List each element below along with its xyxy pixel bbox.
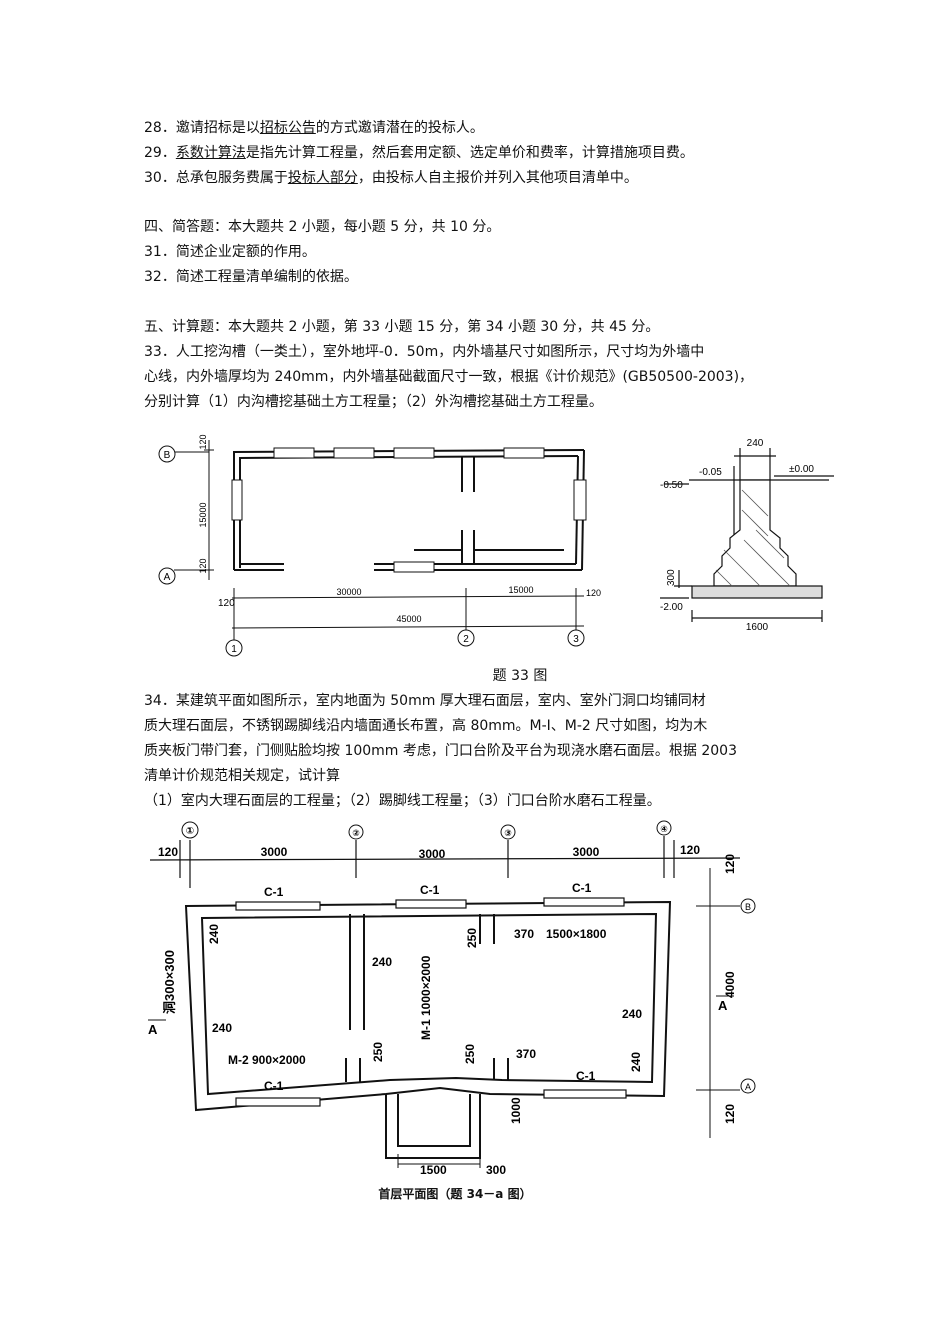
door-m1-label: M-1 1000×2000 bbox=[419, 955, 433, 1040]
window-1500x1800: 1500×1800 bbox=[546, 927, 607, 941]
figure-34-caption: 首层平面图（题 34－a 图） bbox=[378, 1187, 532, 1201]
wall-250-b: 250 bbox=[371, 1042, 385, 1062]
window-c1-bottom-right: C-1 bbox=[576, 1069, 596, 1083]
wall-240-d: 240 bbox=[622, 1007, 642, 1021]
dim-left-120: 120 bbox=[218, 598, 235, 609]
dim-30000: 30000 bbox=[336, 587, 361, 597]
wall-250-c: 250 bbox=[463, 1044, 477, 1064]
question-34-line-2: 质大理石面层，不锈钢踢脚线沿内墙面通长布置，高 80mm。M-I、M-2 尺寸如… bbox=[144, 718, 708, 734]
dim-120-right-bottom: 120 bbox=[723, 1104, 737, 1124]
q28-text: 28．邀请招标是以 bbox=[144, 120, 260, 136]
wall-240-e: 240 bbox=[629, 1052, 643, 1072]
figure-33-caption: 题 33 图 bbox=[492, 668, 548, 684]
question-29: 29．系数计算法是指先计算工程量，然后套用定额、选定单价和费率，计算措施项目费。 bbox=[144, 141, 694, 165]
section-dim-300: 300 bbox=[666, 569, 677, 586]
q28-text-end: 的方式邀请潜在的投标人。 bbox=[315, 120, 484, 136]
q29-underlined: 系数计算法 bbox=[175, 145, 246, 161]
axis-2-circle bbox=[457, 629, 475, 647]
axis-1-label: ① bbox=[186, 826, 194, 837]
axis-b-circle bbox=[158, 445, 176, 463]
dim-120-right-top: 120 bbox=[723, 854, 737, 874]
section-level-minus-050: -0.50 bbox=[660, 480, 683, 491]
axis-1-label: 1 bbox=[231, 644, 237, 655]
section-level-minus-200: -2.00 bbox=[660, 602, 683, 613]
figure-33-plan: B A 120 15000 120 120 30000 15000 120 45… bbox=[158, 434, 834, 657]
dim-370-b: 370 bbox=[516, 1047, 536, 1061]
q30-text: 30．总承包服务费属于 bbox=[144, 170, 288, 186]
window-c1-bottom-left: C-1 bbox=[264, 1079, 284, 1093]
section-dim-1600: 1600 bbox=[746, 622, 769, 633]
question-33-line-3: 分别计算（1）内沟槽挖基础土方工程量；（2）外沟槽挖基础土方工程量。 bbox=[144, 394, 603, 410]
question-34-line-4: 清单计价规范相关规定，试计算 bbox=[144, 768, 340, 784]
question-34-line-1: 34．某建筑平面如图所示，室内地面为 50mm 厚大理石面层，室内、室外门洞口均… bbox=[144, 693, 706, 709]
question-33-line-2: 心线，内外墙厚均为 240mm，内外墙基础截面尺寸一致，根据《计价规范》(GB5… bbox=[144, 369, 754, 385]
dim-3000-b: 3000 bbox=[419, 847, 446, 861]
dim-370-a: 370 bbox=[514, 927, 534, 941]
section-5-heading: 五、计算题：本大题共 2 小题，第 33 小题 15 分，第 34 小题 30 … bbox=[144, 319, 660, 335]
question-34-line-5: （1）室内大理石面层的工程量；（2）踢脚线工程量；（3）门口台阶水磨石工程量。 bbox=[144, 793, 661, 809]
dim-3000-a: 3000 bbox=[261, 845, 288, 859]
q30-text-end: ，由投标人自主报价并列入其他项目清单中。 bbox=[357, 170, 638, 186]
dim-right-120: 120 bbox=[586, 588, 601, 598]
hole-300x300: 洞300×300 bbox=[162, 950, 177, 1014]
question-28: 28．邀请招标是以招标公告的方式邀请潜在的投标人。 bbox=[144, 116, 484, 140]
wall-250-a: 250 bbox=[465, 928, 479, 948]
window-c1-top-mid: C-1 bbox=[420, 883, 440, 897]
foundation-section bbox=[660, 448, 834, 622]
axis-a-circle bbox=[158, 567, 176, 585]
dim-15000-vertical: 15000 bbox=[198, 502, 208, 527]
axis-4-label: ④ bbox=[660, 824, 668, 834]
question-33-line-1: 33．人工挖沟槽（一类土），室外地坪-0．50m，内外墙基尺寸如图所示，尺寸均为… bbox=[144, 344, 705, 360]
dim-bottom-120: 120 bbox=[198, 558, 208, 573]
axis-2-label: ② bbox=[352, 828, 360, 838]
section-level-000: ±0.00 bbox=[789, 464, 814, 475]
question-30: 30．总承包服务费属于投标人部分，由投标人自主报价并列入其他项目清单中。 bbox=[144, 166, 638, 190]
dim-15000-horizontal: 15000 bbox=[508, 585, 533, 595]
window-c1-top-right: C-1 bbox=[572, 881, 592, 895]
axis-3-label: 3 bbox=[573, 634, 579, 645]
dim-120-left: 120 bbox=[158, 845, 178, 859]
section-dim-240: 240 bbox=[747, 438, 764, 449]
dim-120-right: 120 bbox=[680, 843, 700, 857]
axis-a-label: A bbox=[745, 1082, 751, 1092]
section-4-heading: 四、简答题：本大题共 2 小题，每小题 5 分，共 10 分。 bbox=[144, 219, 501, 235]
q30-underlined: 投标人部分 bbox=[287, 170, 358, 186]
door-m2-label: M-2 900×2000 bbox=[228, 1053, 306, 1067]
window-c1-top-left: C-1 bbox=[264, 885, 284, 899]
question-31: 31．简述企业定额的作用。 bbox=[144, 244, 316, 260]
axis-b-label: B bbox=[745, 902, 751, 912]
wall-240-a: 240 bbox=[207, 924, 221, 944]
wall-240-c: 240 bbox=[212, 1021, 232, 1035]
dim-1000-step: 1000 bbox=[509, 1097, 523, 1124]
q29-text: 29． bbox=[144, 145, 176, 161]
wall-240-b: 240 bbox=[372, 955, 392, 969]
question-34-line-3: 质夹板门带门套，门侧贴脸均按 100mm 考虑，门口台阶及平台为现浇水磨石面层。… bbox=[144, 743, 737, 759]
section-mark-a-left: A bbox=[148, 1022, 158, 1037]
q29-text-end: 是指先计算工程量，然后套用定额、选定单价和费率，计算措施项目费。 bbox=[245, 145, 694, 161]
dim-4000: 4000 bbox=[723, 971, 737, 998]
axis-b-label: B bbox=[164, 450, 171, 461]
axis-a-label: A bbox=[164, 572, 171, 583]
section-mark-a-right: A bbox=[718, 998, 728, 1013]
q28-underlined: 招标公告 bbox=[259, 120, 316, 136]
axis-3-circle bbox=[567, 629, 585, 647]
dim-3000-c: 3000 bbox=[573, 845, 600, 859]
section-level-minus-005: -0.05 bbox=[699, 467, 722, 478]
dim-300-step: 300 bbox=[486, 1163, 506, 1177]
question-32: 32．简述工程量清单编制的依据。 bbox=[144, 269, 358, 285]
dim-1500-step: 1500 bbox=[420, 1163, 447, 1177]
axis-3-label: ③ bbox=[504, 828, 512, 838]
dim-45000: 45000 bbox=[396, 614, 421, 624]
dim-top-120: 120 bbox=[198, 434, 208, 449]
axis-2-label: 2 bbox=[463, 634, 469, 645]
figure-34-plan: ① ② ③ ④ 120 3000 3000 3000 120 bbox=[148, 820, 756, 1177]
axis-1-circle bbox=[225, 639, 243, 657]
